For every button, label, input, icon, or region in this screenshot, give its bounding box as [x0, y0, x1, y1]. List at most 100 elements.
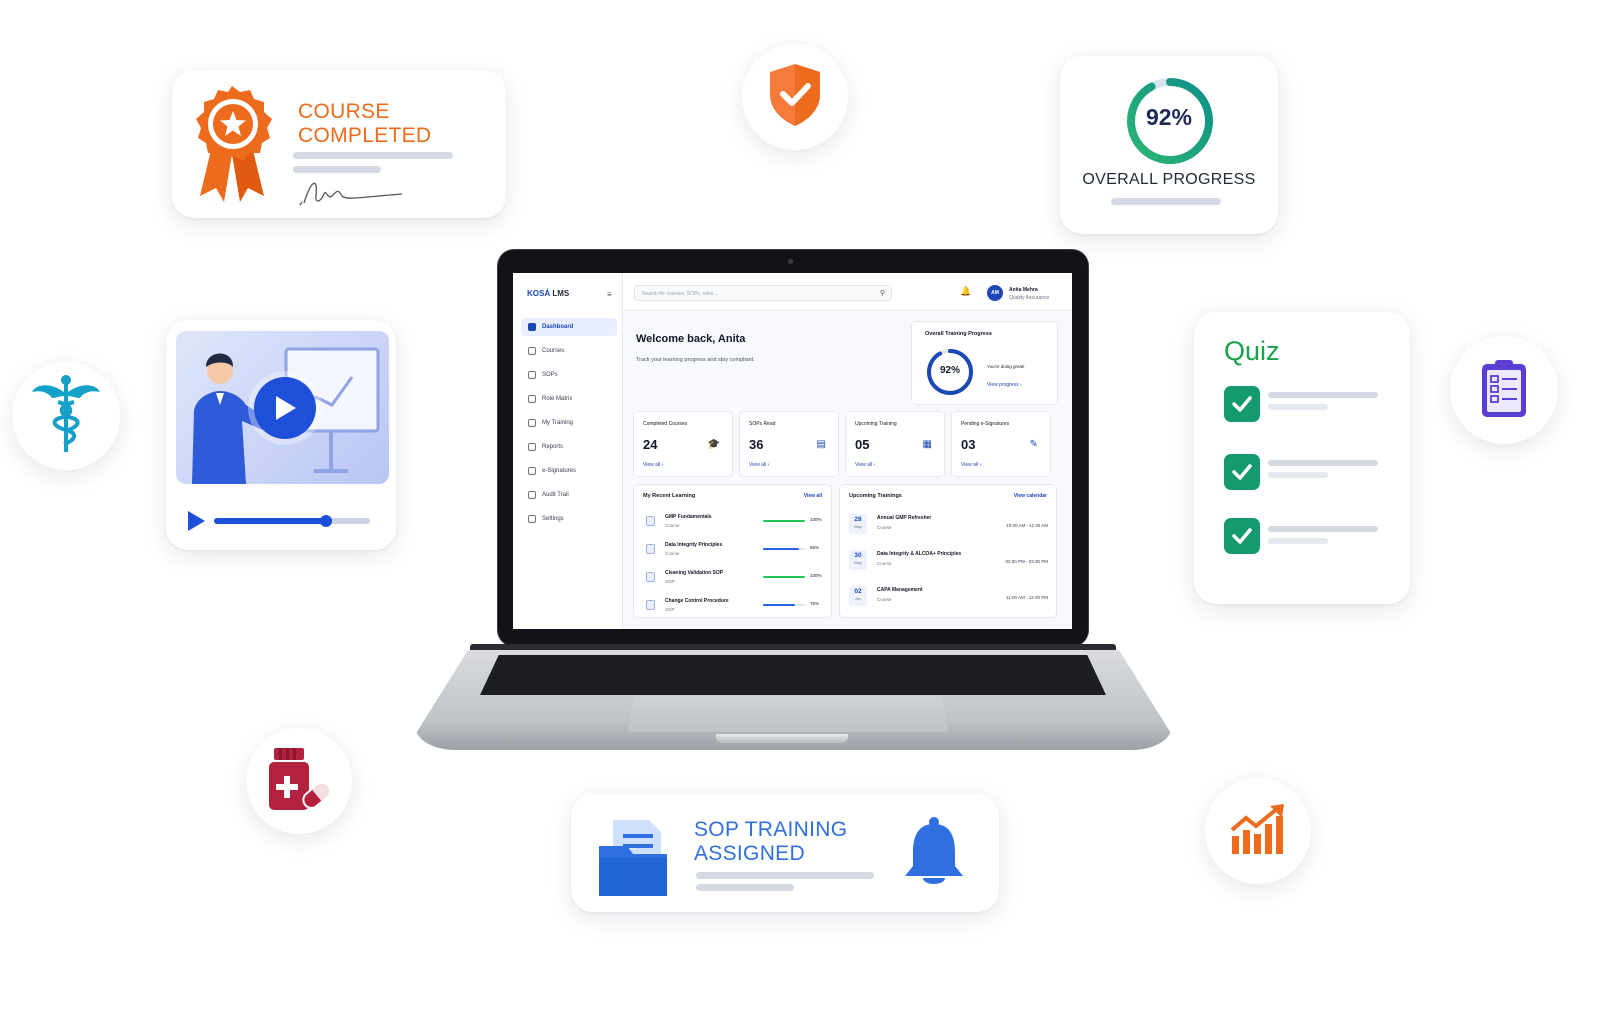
sidebar-item-audit-trail[interactable]: Audit Trail: [521, 486, 617, 504]
placeholder-line: [1268, 460, 1378, 466]
quiz-checkbox-1[interactable]: [1224, 386, 1260, 422]
sop-training-line2: ASSIGNED: [694, 842, 805, 865]
overall-progress-label: OVERALL PROGRESS: [1082, 171, 1256, 188]
course-name: GMP Fundamentals: [665, 514, 712, 520]
sidebar-item-label: Role Matrix: [542, 396, 573, 402]
video-thumbnail[interactable]: [176, 331, 389, 484]
course-type: SOP: [665, 579, 675, 584]
video-progress-knob[interactable]: [320, 515, 333, 527]
play-icon: [276, 396, 296, 420]
view-calendar-link[interactable]: View calendar: [1013, 493, 1047, 499]
laptop-camera: [788, 259, 793, 264]
sidebar-item-settings[interactable]: Settings: [521, 510, 617, 528]
logo-suffix: LMS: [550, 289, 570, 298]
sidebar-item-label: My Training: [542, 420, 574, 426]
document-icon: [646, 516, 655, 526]
user-info[interactable]: Anita Mehra Quality Assurance: [1009, 286, 1049, 302]
mini-progress-value: 92%: [939, 365, 960, 376]
placeholder-line: [1268, 404, 1328, 410]
course-completed-title: COURSE COMPLETED: [298, 100, 431, 148]
overall-progress-card: 92% OVERALL PROGRESS: [1060, 56, 1278, 234]
sidebar-item-dashboard[interactable]: Dashboard: [521, 318, 617, 336]
avatar[interactable]: AM: [987, 285, 1003, 301]
nav-icon: [528, 515, 536, 523]
sidebar-item-label: e-Signatures: [542, 468, 577, 474]
sidebar-item-my-training[interactable]: My Training: [521, 414, 617, 432]
course-progress-fill: [763, 548, 799, 550]
sidebar-item-reports[interactable]: Reports: [521, 438, 617, 456]
nav-icon: [528, 419, 536, 427]
laptop-trackpad[interactable]: [628, 696, 948, 732]
training-time: 02:00 PM - 03:30 PM: [1005, 559, 1048, 564]
sidebar-item-e-signatures[interactable]: e-Signatures: [521, 462, 617, 480]
view-progress-link[interactable]: View progress ›: [987, 382, 1022, 388]
caduceus-icon: [30, 374, 102, 459]
course-completed-line2: COMPLETED: [298, 124, 432, 147]
growth-chart-icon: [1228, 802, 1288, 861]
course-progress-fill: [763, 604, 795, 606]
video-progress-track[interactable]: [214, 515, 370, 527]
quiz-checkbox-2[interactable]: [1224, 454, 1260, 490]
course-completed-line1: COURSE: [298, 100, 390, 123]
sidebar-item-label: Dashboard: [542, 324, 574, 330]
top-bar: Search for courses, SOPs, roles... ⚲ 🔔 A…: [623, 273, 1072, 311]
training-type: Course: [877, 561, 892, 566]
app-logo[interactable]: KOSÁ LMS: [527, 289, 569, 298]
overall-message: You're doing great!: [987, 364, 1025, 369]
stat-view-all-link[interactable]: View all ›: [749, 462, 770, 468]
sidebar-item-role-matrix[interactable]: Role Matrix: [521, 390, 617, 408]
sidebar-item-label: Courses: [542, 348, 565, 354]
medicine-circle: [246, 728, 352, 834]
signature-mark: [298, 174, 406, 213]
date-month: May: [854, 524, 862, 529]
notification-bell-icon[interactable]: 🔔: [960, 286, 972, 296]
progress-ring: [1125, 76, 1215, 171]
page-subtitle: Track your learning progress and stay co…: [636, 357, 755, 363]
growth-circle: [1205, 778, 1311, 884]
stat-value: 36: [749, 437, 764, 452]
play-small-icon[interactable]: [186, 510, 206, 537]
stat-view-all-link[interactable]: View all ›: [961, 462, 982, 468]
search-input[interactable]: Search for courses, SOPs, roles... ⚲: [634, 285, 892, 301]
course-progress-track: [763, 604, 805, 606]
play-button[interactable]: [254, 377, 316, 439]
calendar-icon: ▦: [922, 439, 932, 450]
video-lesson-card: [166, 320, 396, 550]
recent-view-all-link[interactable]: View all: [803, 493, 822, 499]
training-time: 11:00 AM - 12:30 PM: [1006, 595, 1048, 600]
nav-icon: [528, 347, 536, 355]
stat-view-all-link[interactable]: View all ›: [643, 462, 664, 468]
quiz-checkbox-3[interactable]: [1224, 518, 1260, 554]
search-icon[interactable]: ⚲: [879, 290, 885, 297]
sidebar-item-courses[interactable]: Courses: [521, 342, 617, 360]
nav-icon: [528, 371, 536, 379]
stat-value: 05: [855, 437, 870, 452]
date-day: 28: [854, 516, 862, 523]
course-progress-pct: 100%: [810, 573, 822, 578]
stat-label: SOPs Read: [749, 421, 776, 427]
recent-learning-panel: My Recent Learning View all GMP Fundamen…: [633, 484, 832, 618]
overall-training-title: Overall Training Progress: [925, 331, 992, 337]
sidebar-item-sops[interactable]: SOPs: [521, 366, 617, 384]
stat-view-all-link[interactable]: View all ›: [855, 462, 876, 468]
medicine-bottle-icon: [266, 746, 332, 817]
nav-icon: [528, 491, 536, 499]
placeholder-line: [1268, 538, 1328, 544]
date-day: 02: [854, 588, 862, 595]
bell-icon: [899, 816, 969, 895]
hamburger-menu-icon[interactable]: ≡: [607, 290, 612, 299]
